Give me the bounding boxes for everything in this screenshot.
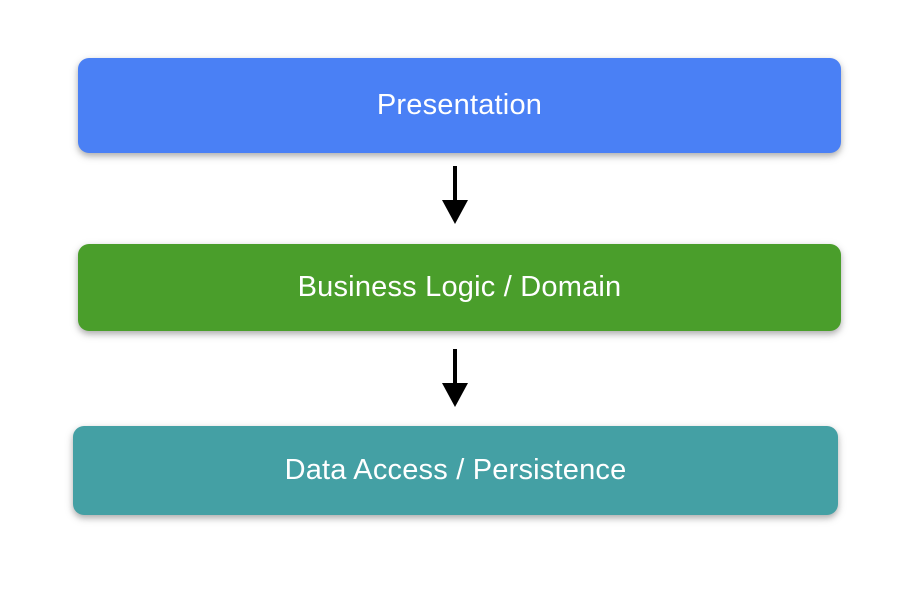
layer-box-presentation[interactable]: Presentation (78, 58, 841, 153)
arrow-down-icon (425, 160, 485, 230)
arrow-down-icon (425, 343, 485, 413)
layer-label-data-access: Data Access / Persistence (284, 454, 627, 486)
layer-box-data-access[interactable]: Data Access / Persistence (73, 426, 838, 515)
layer-label-business-logic: Business Logic / Domain (297, 271, 622, 303)
layer-label-presentation: Presentation (376, 89, 543, 121)
layer-box-business-logic[interactable]: Business Logic / Domain (78, 244, 841, 331)
